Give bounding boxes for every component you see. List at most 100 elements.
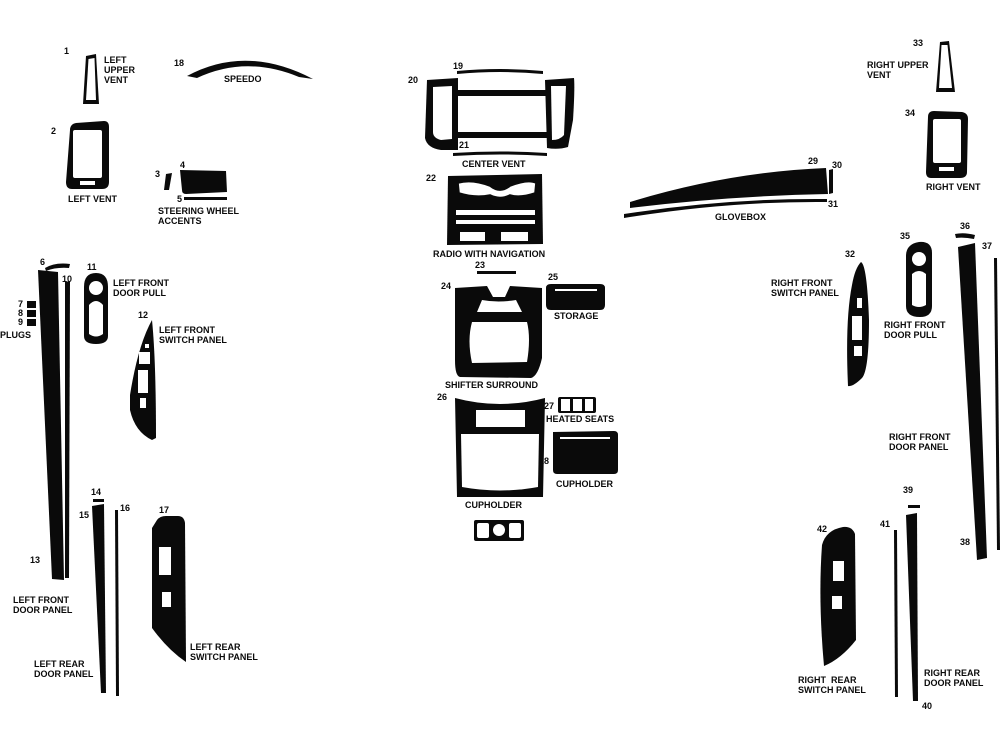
callout-1: 1 (64, 46, 70, 56)
part-14-trim (93, 499, 104, 502)
callout-7: 7 (18, 299, 24, 309)
label-left-upper-vent: LEFT UPPER VENT (104, 55, 136, 85)
callout-36: 36 (960, 221, 971, 231)
callout-20: 20 (408, 75, 419, 85)
callout-8: 8 (18, 308, 24, 318)
part-11-left-front-door-pull (84, 273, 108, 344)
part-19-strip (457, 69, 543, 74)
label-left-rear-switch-panel: LEFT REAR SWITCH PANEL (190, 642, 258, 662)
part-21-strip (453, 151, 547, 156)
callout-22: 22 (426, 173, 437, 183)
label-center-vent: CENTER VENT (462, 159, 526, 169)
callout-25: 25 (548, 272, 559, 282)
part-22-radio-with-navigation (447, 174, 543, 245)
part-34-right-vent (926, 111, 968, 178)
callout-3: 3 (155, 169, 161, 179)
callout-30: 30 (832, 160, 843, 170)
callout-13: 13 (30, 555, 41, 565)
callout-17: 17 (159, 505, 170, 515)
part-2-left-vent (66, 121, 109, 189)
label-shifter-surround: SHIFTER SURROUND (445, 380, 539, 390)
part-25-storage (546, 284, 605, 310)
callout-35: 35 (900, 231, 911, 241)
part-3-steering-accent (164, 173, 172, 190)
callout-19: 19 (453, 61, 464, 71)
callout-39: 39 (903, 485, 914, 495)
label-storage: STORAGE (554, 311, 599, 321)
part-26-cupholder (455, 398, 545, 497)
callout-16: 16 (120, 503, 131, 513)
callout-41: 41 (880, 519, 891, 529)
part-41-strip (894, 530, 898, 697)
callout-27: 27 (544, 401, 555, 411)
label-plugs: PLUGS (0, 330, 32, 340)
callout-28: 28 (539, 456, 550, 466)
part-24-shifter-surround (455, 286, 542, 378)
part-20-center-vent (425, 78, 575, 150)
callout-6: 6 (40, 257, 46, 267)
callout-32: 32 (845, 249, 856, 259)
callout-26: 26 (437, 392, 448, 402)
callout-11: 11 (87, 262, 97, 272)
label-left-front-door-panel: LEFT FRONT DOOR PANEL (13, 595, 73, 615)
label-right-front-door-pull: RIGHT FRONT DOOR PULL (884, 320, 946, 340)
callout-21: 21 (459, 140, 470, 150)
label-left-vent: LEFT VENT (68, 194, 117, 204)
label-heated-seats: HEATED SEATS (546, 414, 615, 424)
callout-24: 24 (441, 281, 452, 291)
part-15-left-rear-door-panel (92, 504, 106, 693)
part-29-glovebox (630, 168, 828, 208)
part-23-strip (477, 271, 516, 274)
label-steering-wheel-accents: STEERING WHEEL ACCENTS (158, 206, 240, 226)
part-32-right-front-switch-panel (847, 262, 869, 387)
label-left-rear-door-panel: LEFT REAR DOOR PANEL (34, 659, 94, 679)
part-16-strip (115, 510, 119, 696)
callout-34: 34 (905, 108, 916, 118)
label-right-front-door-panel: RIGHT FRONT DOOR PANEL (889, 432, 951, 452)
callout-38: 38 (960, 537, 971, 547)
callout-31: 31 (828, 199, 839, 209)
label-left-front-door-pull: LEFT FRONT DOOR PULL (113, 278, 169, 298)
callout-12: 12 (138, 310, 149, 320)
part-37-strip (994, 258, 1000, 550)
part-18-speedo (187, 60, 313, 79)
callout-37: 37 (982, 241, 993, 251)
part-28-cupholder (553, 431, 618, 474)
callout-4: 4 (180, 160, 186, 170)
part-35-right-front-door-pull (906, 241, 932, 317)
cupholder-button-panel (474, 520, 524, 541)
callout-33: 33 (913, 38, 924, 48)
label-right-rear-door-panel: RIGHT REAR DOOR PANEL (924, 668, 984, 688)
label-glovebox: GLOVEBOX (715, 212, 767, 222)
label-cupholder-right: CUPHOLDER (556, 479, 614, 489)
callout-18: 18 (174, 58, 185, 68)
part-17-left-rear-switch-panel (152, 516, 186, 662)
part-30-end-cap (829, 169, 833, 194)
label-left-front-switch-panel: LEFT FRONT SWITCH PANEL (159, 325, 227, 345)
label-right-vent: RIGHT VENT (926, 182, 981, 192)
label-cupholder-center: CUPHOLDER (465, 500, 523, 510)
part-12-left-front-switch-panel (130, 320, 156, 440)
part-10-strip (65, 281, 70, 578)
part-27-heated-seats (558, 397, 596, 413)
callout-15: 15 (79, 510, 90, 520)
label-right-front-switch-panel: RIGHT FRONT SWITCH PANEL (771, 278, 839, 298)
part-42-right-rear-switch-panel (820, 526, 856, 666)
part-5-steering-accent (184, 197, 227, 200)
part-1-left-upper-vent (83, 54, 99, 104)
part-40-right-rear-door-panel (906, 513, 918, 701)
part-6-trim (45, 263, 70, 271)
label-right-rear-switch-panel: RIGHT REAR SWITCH PANEL (798, 675, 866, 695)
part-4-steering-accent (180, 170, 227, 194)
callout-29: 29 (808, 156, 819, 166)
callout-14: 14 (91, 487, 102, 497)
label-speedo: SPEEDO (224, 74, 262, 84)
callout-9: 9 (18, 317, 24, 327)
part-33-right-upper-vent (936, 41, 955, 92)
part-36-trim (955, 233, 975, 239)
callout-5: 5 (177, 194, 183, 204)
callout-10: 10 (62, 274, 73, 284)
callout-40: 40 (922, 701, 933, 711)
